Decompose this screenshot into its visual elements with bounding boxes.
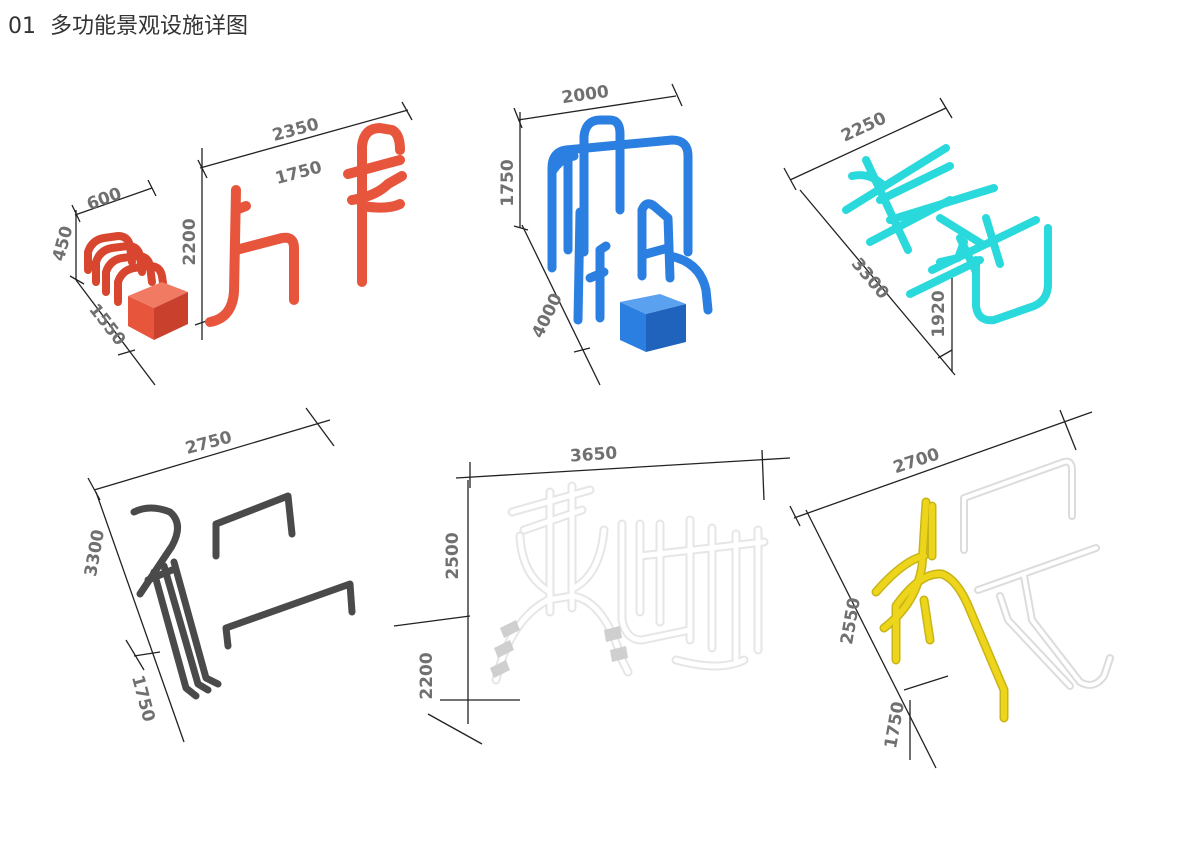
cyan-height-label: 1920 (929, 290, 949, 337)
blue-width-label: 2000 (560, 82, 610, 108)
white-climbing-frame (493, 483, 767, 683)
blue-dimension-lines (513, 83, 683, 386)
white-bars (962, 459, 1112, 688)
blue-depth-label: 4000 (528, 290, 567, 341)
title-number: 01 (8, 14, 36, 39)
white-facility: 3650 2500 2200 (393, 443, 791, 745)
dark-width-label: 2750 (183, 427, 234, 459)
yellow-facility: 2700 2550 1750 (789, 409, 1114, 769)
cyan-facility: 2250 3300 1920 (783, 97, 1052, 376)
red-hurdle-bars (84, 232, 168, 306)
white-dimension-lines (393, 449, 791, 745)
red-width-small-label: 600 (84, 184, 124, 215)
white-height-label: 2500 (443, 532, 463, 579)
yellow-depth-label: 2550 (837, 596, 865, 646)
yellow-width-label: 2700 (891, 444, 942, 478)
yellow-climbing-frame (873, 499, 1007, 721)
cyan-width-label: 2250 (838, 108, 889, 146)
dark-depth-label: 3300 (81, 528, 109, 578)
blue-height-label: 1750 (498, 159, 518, 206)
red-height-small-label: 450 (49, 224, 78, 264)
page-title: 01 多功能景观设施详图 (8, 8, 248, 40)
dark-climbing-frame (130, 492, 356, 700)
cyan-climbing-frame (842, 144, 1052, 325)
blue-facility: 2000 1750 4000 (498, 82, 713, 386)
red-height-label: 2200 (180, 218, 200, 265)
white-width-label: 3650 (569, 443, 618, 466)
yellow-dimension-lines (789, 409, 1093, 769)
red-climbing-frame (205, 123, 407, 327)
cyan-depth-label: 3300 (847, 254, 893, 303)
red-dimension-lines (69, 101, 413, 386)
red-width-inner-label: 1750 (273, 157, 324, 189)
dark-dimension-lines (87, 407, 335, 743)
yellow-height-label: 1750 (881, 700, 909, 750)
white-ladder-steps (490, 620, 628, 678)
title-text: 多功能景观设施详图 (50, 14, 249, 39)
red-facility: 2350 1750 600 450 1550 2200 (49, 101, 413, 386)
white-depth-label: 2200 (417, 652, 437, 699)
blue-climbing-frame (547, 115, 713, 325)
cyan-dimension-lines (783, 97, 956, 376)
dark-facility: 2750 3300 1750 (81, 407, 356, 743)
red-depth-label: 1550 (84, 300, 129, 350)
blue-step-block (620, 294, 686, 352)
red-step-block (128, 282, 188, 340)
dark-height-label: 1750 (127, 673, 159, 724)
